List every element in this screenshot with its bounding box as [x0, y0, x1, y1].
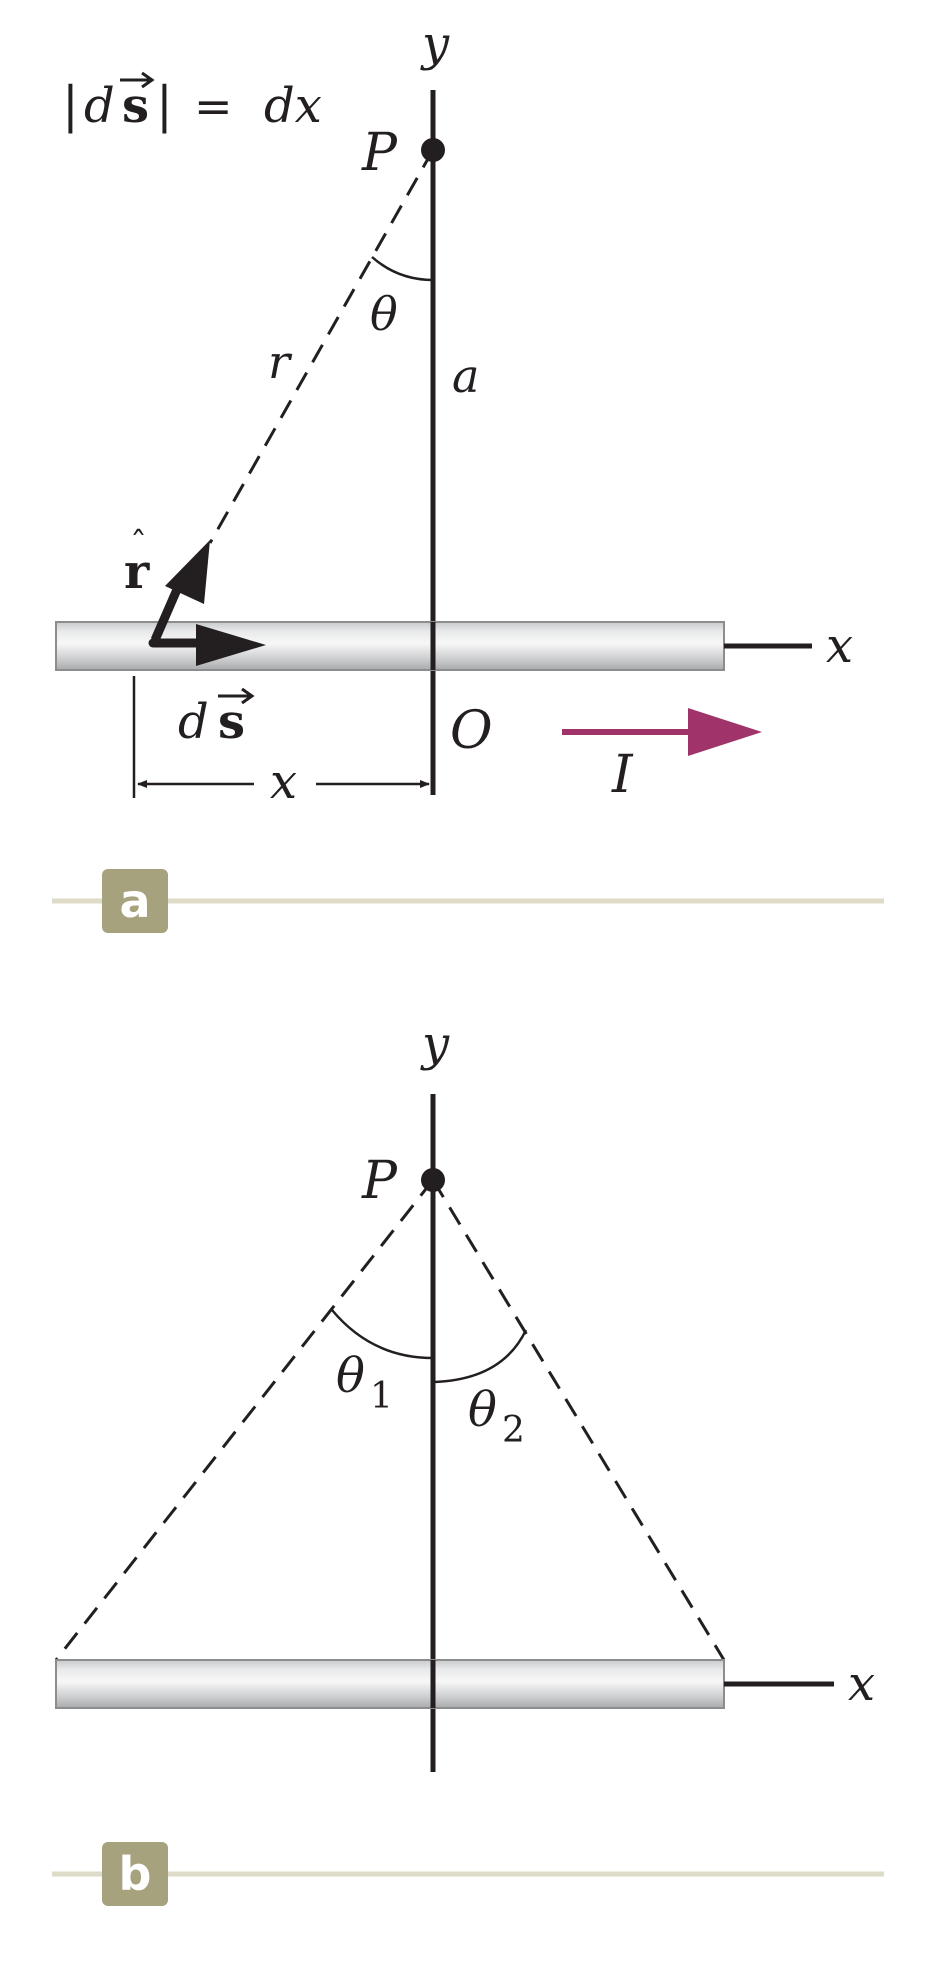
right-dashed-line: [431, 1179, 726, 1661]
equation-equals: =: [194, 79, 233, 133]
y-axis-label-a: y: [420, 16, 450, 72]
theta1-arc: [331, 1309, 434, 1360]
ds-label-vector-arrowhead: [241, 687, 255, 705]
theta2-arc: [432, 1329, 528, 1384]
equation-vector-arrowhead: [141, 71, 155, 89]
current-arrowhead: [688, 708, 762, 756]
theta2-label: θ: [468, 1382, 497, 1438]
point-p-b: [421, 1168, 445, 1192]
r-hat-arrowhead: [165, 540, 210, 604]
panel-a: | d s | = dx y θ r a P x: [52, 16, 884, 933]
ds-arrowhead: [196, 624, 266, 666]
origin-label: O: [450, 701, 493, 761]
a-label: a: [452, 349, 479, 403]
theta-arc: [371, 256, 434, 282]
r-hat-caret: ˆ: [130, 525, 147, 565]
r-label: r: [268, 335, 293, 389]
panel-badge-b-text: b: [119, 1847, 152, 1901]
y-axis-label-b: y: [420, 1016, 450, 1072]
theta-label: θ: [370, 287, 398, 341]
equation-bar-right: |: [156, 76, 173, 134]
r-dashed-line: [208, 149, 435, 544]
theta1-subscript: 1: [370, 1376, 393, 1417]
equation-s: s: [122, 78, 149, 134]
x-dimension-label: x: [270, 754, 297, 810]
point-p-a: [421, 138, 445, 162]
theta2-subscript: 2: [502, 1410, 525, 1451]
left-dashed-line: [54, 1179, 435, 1661]
equation-bar-left: |: [62, 76, 79, 134]
ds-label-s: s: [218, 694, 245, 750]
ds-magnitude-equation: | d s | = dx: [62, 71, 322, 134]
current-label: I: [611, 745, 634, 805]
panel-b: y θ 1 θ 2 P x b: [52, 1016, 884, 1906]
panel-badge-b: [102, 1842, 168, 1906]
wire-rod-b: [55, 1659, 725, 1709]
r-hat-label: r: [124, 544, 150, 600]
theta1-label: θ: [336, 1348, 365, 1404]
equation-rhs: dx: [264, 78, 322, 134]
x-axis-label-a: x: [826, 618, 853, 674]
panel-badge-a: [102, 869, 168, 933]
point-p-label-a: P: [361, 123, 398, 183]
ds-label-d: d: [178, 694, 209, 750]
equation-d: d: [84, 78, 115, 134]
panel-badge-a-text: a: [119, 874, 150, 928]
point-p-label-b: P: [361, 1151, 398, 1211]
x-axis-label-b: x: [848, 1656, 875, 1712]
